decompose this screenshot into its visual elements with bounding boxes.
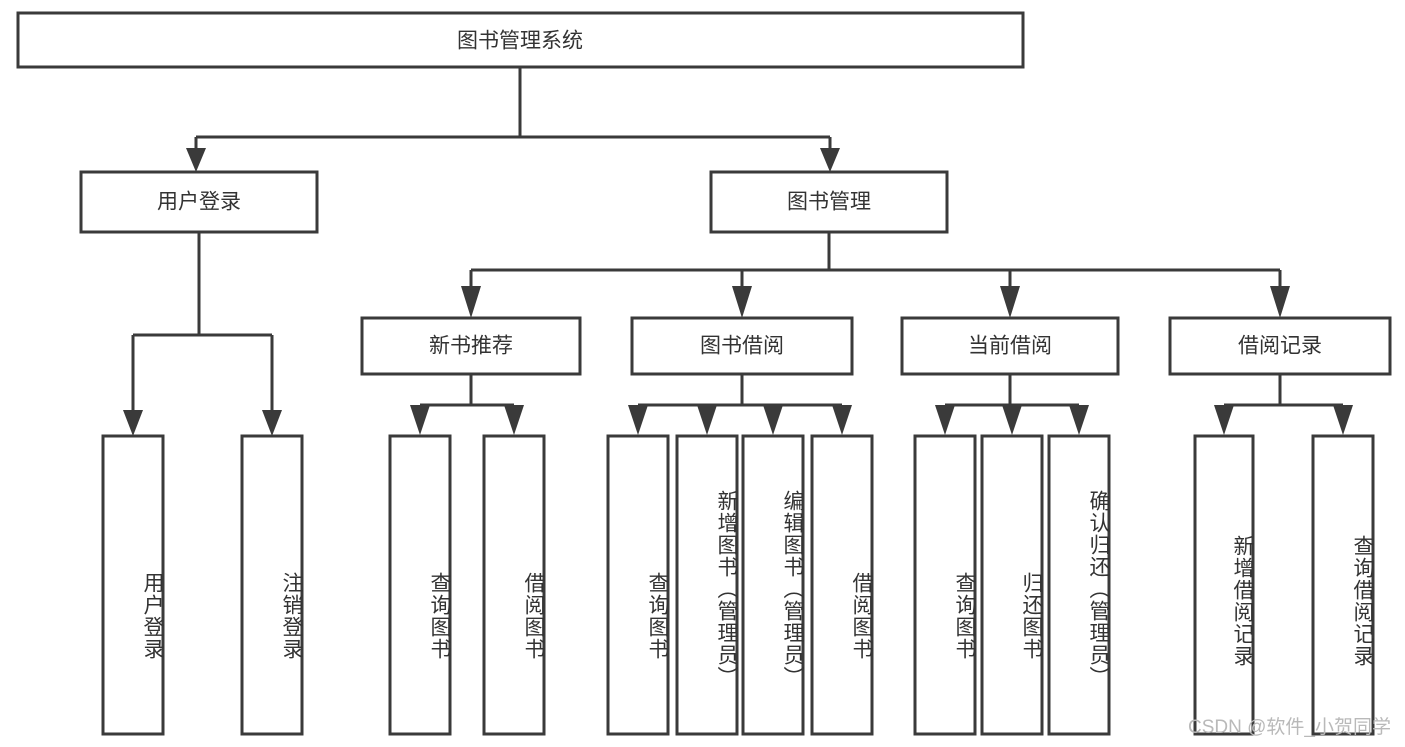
node-root-system-label: 图书管理系统 — [457, 30, 583, 53]
arrowhead-bb-leaf-4 — [832, 405, 852, 435]
leaf-book-borrow-4[interactable] — [810, 434, 874, 736]
arrowhead-nbr-leaf-1 — [410, 405, 430, 435]
arrowhead-user-login-leaf-1 — [123, 410, 143, 436]
csdn-watermark: CSDN @软件_小贺同学 — [1188, 717, 1391, 738]
leaf-current-borrow-3[interactable] — [1047, 434, 1111, 736]
node-borrow-record-label: 借阅记录 — [1238, 335, 1322, 358]
arrowhead-nbr-leaf-2 — [504, 405, 524, 435]
node-new-book-recommend-label: 新书推荐 — [429, 335, 513, 358]
node-book-manage[interactable] — [709, 170, 949, 234]
arrowhead-br-leaf-1 — [1214, 405, 1234, 435]
arrowhead-bb-leaf-2 — [697, 405, 717, 435]
arrowhead-user-login-leaf-2 — [262, 410, 282, 436]
arrowhead-to-book-borrow — [732, 286, 752, 318]
leaf-user-login-2[interactable] — [240, 434, 304, 736]
leaf-borrow-record-2[interactable] — [1311, 434, 1375, 736]
node-borrow-record[interactable] — [1168, 316, 1392, 376]
leaf-new-book-recommend-2[interactable] — [482, 434, 546, 736]
node-book-manage-label: 图书管理 — [787, 191, 871, 214]
arrowhead-br-leaf-2 — [1333, 405, 1353, 435]
node-current-borrow[interactable] — [900, 316, 1120, 376]
arrowhead-cb-leaf-2 — [1002, 405, 1022, 435]
node-book-borrow-label: 图书借阅 — [700, 335, 784, 358]
arrowhead-bb-leaf-1 — [628, 405, 648, 435]
node-new-book-recommend[interactable] — [360, 316, 582, 376]
node-root-system[interactable] — [16, 11, 1025, 69]
leaf-book-borrow-1[interactable] — [606, 434, 670, 736]
arrowhead-cb-leaf-1 — [935, 405, 955, 435]
arrowhead-to-book-manage — [820, 148, 840, 172]
node-book-borrow[interactable] — [630, 316, 854, 376]
arrowhead-to-new-book — [461, 286, 481, 318]
arrowhead-to-current-borrow — [1000, 286, 1020, 318]
leaf-user-login-1[interactable] — [101, 434, 165, 736]
leaf-book-borrow-3[interactable] — [741, 434, 805, 736]
arrowhead-to-borrow-record — [1270, 286, 1290, 318]
arrowhead-cb-leaf-3 — [1069, 405, 1089, 435]
leaf-new-book-recommend-1[interactable] — [388, 434, 452, 736]
leaf-book-borrow-2[interactable] — [675, 434, 739, 736]
node-user-login-label: 用户登录 — [157, 191, 241, 214]
node-current-borrow-label: 当前借阅 — [968, 335, 1052, 358]
leaf-current-borrow-1[interactable] — [913, 434, 977, 736]
leaf-current-borrow-2[interactable] — [980, 434, 1044, 736]
arrowhead-to-user-login — [186, 148, 206, 172]
arrowhead-bb-leaf-3 — [763, 405, 783, 435]
leaf-borrow-record-1[interactable] — [1193, 434, 1255, 736]
